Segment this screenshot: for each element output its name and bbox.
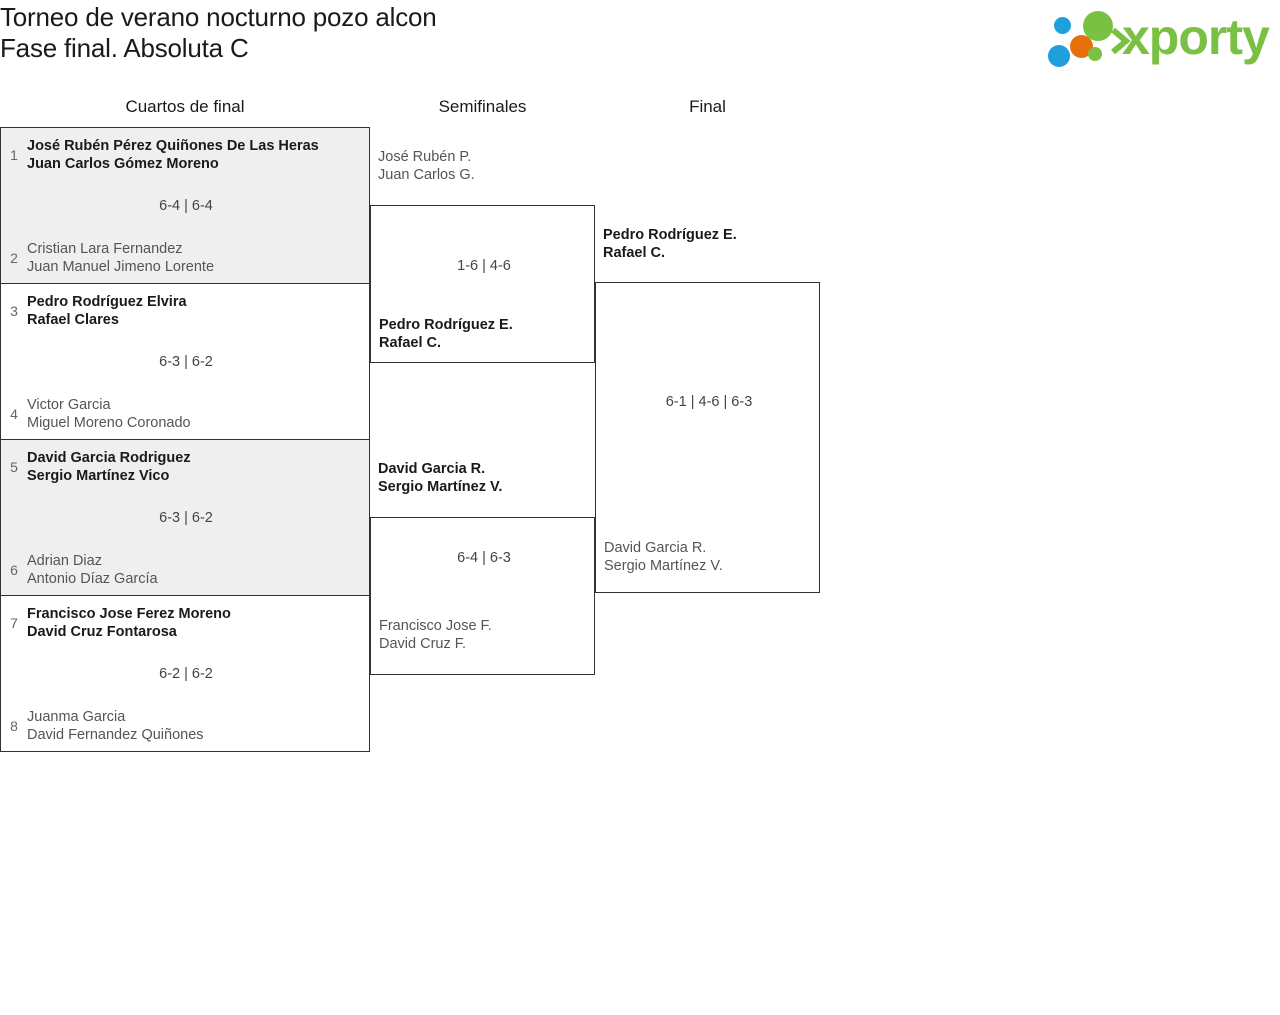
match-score: 6-3 | 6-2 xyxy=(159,354,213,370)
match-team-top: 1 José Rubén Pérez Quiñones De Las Heras… xyxy=(1,137,371,173)
match-score: 6-4 | 6-4 xyxy=(159,198,213,214)
page-header: Torneo de verano nocturno pozo alcon Fas… xyxy=(0,0,1280,88)
team-names: Juanma Garcia David Fernandez Quiñones xyxy=(27,708,204,744)
tournament-name: Torneo de verano nocturno pozo alcon xyxy=(0,2,437,32)
player-line-1: Pedro Rodríguez E. xyxy=(603,227,737,243)
logo-dot-blue-small-icon xyxy=(1054,17,1071,34)
match-team-bottom: 2 Cristian Lara Fernandez Juan Manuel Ji… xyxy=(1,240,371,276)
player-line-2: Sergio Martínez V. xyxy=(604,558,723,574)
match-quarterfinal-3[interactable]: 5 David Garcia Rodriguez Sergio Martínez… xyxy=(0,439,370,596)
player-line-2: David Cruz F. xyxy=(379,636,467,652)
logo-dots-icon xyxy=(1048,8,1131,67)
player-line-2: Sergio Martínez V. xyxy=(378,479,503,495)
team-names: José Rubén Pérez Quiñones De Las Heras J… xyxy=(27,137,319,173)
round-header-quarterfinals: Cuartos de final xyxy=(125,97,245,116)
team-names: David Garcia R. Sergio Martínez V. xyxy=(604,539,723,575)
player-line-1: David Garcia R. xyxy=(378,461,486,477)
seed-number: 7 xyxy=(10,615,18,631)
seed-number: 6 xyxy=(10,562,18,578)
player-line-2: Rafael C. xyxy=(603,245,666,261)
team-names: Pedro Rodríguez E. Rafael C. xyxy=(379,316,513,352)
team-names: Cristian Lara Fernandez Juan Manuel Jime… xyxy=(27,240,214,276)
team-names: Adrian Diaz Antonio Díaz García xyxy=(27,552,158,588)
match-score: 6-1 | 4-6 | 6-3 xyxy=(665,394,753,410)
player-line-1: Francisco Jose F. xyxy=(379,618,492,634)
logo-dot-orange-icon xyxy=(1070,35,1093,58)
player-line-1: David Garcia R. xyxy=(604,540,707,556)
player-line-1: Juanma Garcia xyxy=(27,709,126,725)
match-score: 6-2 | 6-2 xyxy=(159,666,213,682)
match-team-bottom: 6 Adrian Diaz Antonio Díaz García xyxy=(1,552,371,588)
player-line-1: Cristian Lara Fernandez xyxy=(27,241,183,257)
player-line-2: Antonio Díaz García xyxy=(27,571,158,587)
match-score: 6-3 | 6-2 xyxy=(159,510,213,526)
tournament-title-block: Torneo de verano nocturno pozo alcon Fas… xyxy=(0,2,437,64)
seed-number: 8 xyxy=(10,718,18,734)
match-team-top: 5 David Garcia Rodriguez Sergio Martínez… xyxy=(1,449,371,485)
match-team-bottom: 4 Victor Garcia Miguel Moreno Coronado xyxy=(1,396,371,432)
player-line-2: Miguel Moreno Coronado xyxy=(27,415,191,431)
match-team-top: 7 Francisco Jose Ferez Moreno David Cruz… xyxy=(1,605,371,641)
xporty-logo[interactable]: xporty xyxy=(1048,6,1274,68)
seed-number: 4 xyxy=(10,406,18,422)
match-semifinal-1[interactable]: 1-6 | 4-6 Pedro Rodríguez E. Rafael C. xyxy=(370,205,595,363)
match-team-bottom: David Garcia R. Sergio Martínez V. xyxy=(604,539,814,575)
player-line-1: Pedro Rodríguez E. xyxy=(379,317,513,333)
player-line-2: Rafael C. xyxy=(379,335,442,351)
match-team-bottom: Francisco Jose F. David Cruz F. xyxy=(379,617,589,653)
player-line-1: Francisco Jose Ferez Moreno xyxy=(27,606,231,622)
team-names: David Garcia Rodriguez Sergio Martínez V… xyxy=(27,449,191,485)
match-score: 6-4 | 6-3 xyxy=(457,550,511,566)
player-line-2: Rafael Clares xyxy=(27,312,119,328)
team-names: Francisco Jose F. David Cruz F. xyxy=(379,617,492,653)
player-line-2: Juan Manuel Jimeno Lorente xyxy=(27,259,215,275)
seed-number: 1 xyxy=(10,147,18,163)
match-team-bottom: Pedro Rodríguez E. Rafael C. xyxy=(379,316,589,352)
seed-number: 3 xyxy=(10,303,18,319)
match-quarterfinal-4[interactable]: 7 Francisco Jose Ferez Moreno David Cruz… xyxy=(0,595,370,752)
player-line-1: David Garcia Rodriguez xyxy=(27,450,191,466)
team-names: Pedro Rodríguez Elvira Rafael Clares xyxy=(27,293,187,329)
player-line-1: Victor Garcia xyxy=(27,397,111,413)
seed-number: 5 xyxy=(10,459,18,475)
tournament-phase: Fase final. Absoluta C xyxy=(0,33,249,63)
logo-dot-green-small-icon xyxy=(1088,47,1102,61)
match-final[interactable]: 6-1 | 4-6 | 6-3 David Garcia R. Sergio M… xyxy=(595,282,820,593)
round-header-semifinals: Semifinales xyxy=(438,97,527,116)
match-team-bottom: 8 Juanma Garcia David Fernandez Quiñones xyxy=(1,708,371,744)
player-line-1: José Rubén Pérez Quiñones De Las Heras xyxy=(27,138,319,154)
player-line-2: David Fernandez Quiñones xyxy=(27,727,204,743)
player-line-1: José Rubén P. xyxy=(378,149,472,165)
final-team-top: Pedro Rodríguez E. Rafael C. xyxy=(603,226,737,262)
seed-number: 2 xyxy=(10,250,18,266)
player-line-1: Pedro Rodríguez Elvira xyxy=(27,294,187,310)
match-semifinal-2[interactable]: 6-4 | 6-3 Francisco Jose F. David Cruz F… xyxy=(370,517,595,675)
semifinal-2-team-top: David Garcia R. Sergio Martínez V. xyxy=(378,460,502,496)
match-quarterfinal-1[interactable]: 1 José Rubén Pérez Quiñones De Las Heras… xyxy=(0,127,370,284)
match-score: 1-6 | 4-6 xyxy=(457,258,511,274)
logo-dot-blue-large-icon xyxy=(1048,45,1070,67)
player-line-2: Sergio Martínez Vico xyxy=(27,468,170,484)
logo-chevron-icon xyxy=(1111,28,1131,54)
logo-wordmark: xporty xyxy=(1122,9,1270,65)
logo-dot-green-large-icon xyxy=(1083,11,1113,41)
team-names: Victor Garcia Miguel Moreno Coronado xyxy=(27,396,191,432)
player-line-2: David Cruz Fontarosa xyxy=(27,624,177,640)
player-line-1: Adrian Diaz xyxy=(27,553,102,569)
round-header-final: Final xyxy=(689,97,726,116)
semifinal-1-team-top: José Rubén P. Juan Carlos G. xyxy=(378,148,475,184)
match-team-top: 3 Pedro Rodríguez Elvira Rafael Clares xyxy=(1,293,371,329)
match-quarterfinal-2[interactable]: 3 Pedro Rodríguez Elvira Rafael Clares 6… xyxy=(0,283,370,440)
team-names: Francisco Jose Ferez Moreno David Cruz F… xyxy=(27,605,231,641)
player-line-2: Juan Carlos Gómez Moreno xyxy=(27,156,219,172)
player-line-2: Juan Carlos G. xyxy=(378,167,475,183)
